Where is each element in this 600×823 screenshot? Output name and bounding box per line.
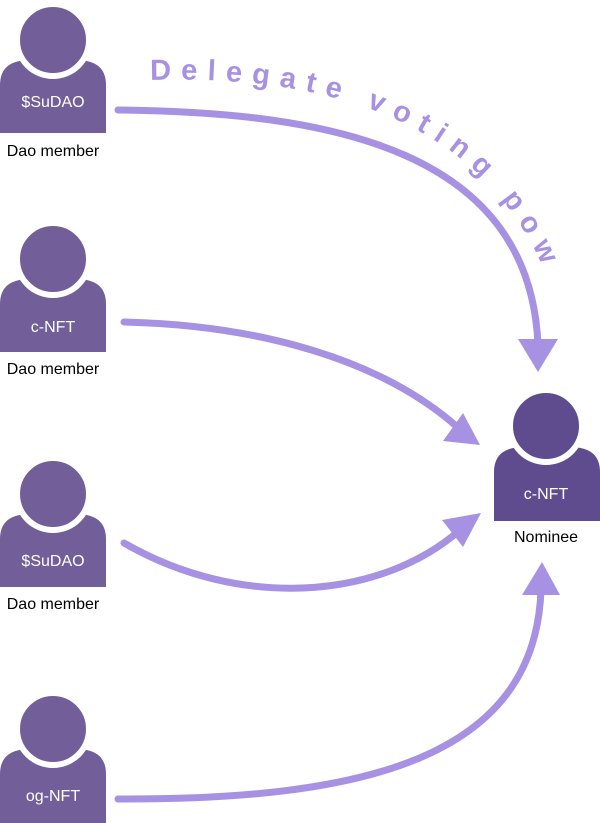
- member-avatar: og-NFT: [0, 690, 106, 823]
- arrow-member-4: [114, 586, 545, 803]
- person-head: [14, 220, 92, 298]
- person-body: [0, 749, 106, 823]
- delegation-arrows: [114, 106, 560, 803]
- arrow-member-3: [120, 526, 464, 592]
- person-body: [494, 447, 600, 521]
- arrow-head-member-4: [522, 562, 560, 595]
- nominee-label: Nominee: [514, 529, 578, 546]
- person-head: [14, 690, 92, 768]
- arrow-head-member-3: [442, 513, 481, 547]
- member-avatar: $SuDAO Dao member: [0, 1, 106, 160]
- member-avatar: c-NFT Dao member: [0, 220, 106, 378]
- arrow-head-member-2: [443, 413, 480, 445]
- person-head: [14, 1, 92, 79]
- member-badge: $SuDAO: [21, 553, 84, 570]
- arrow-member-1: [114, 106, 542, 349]
- nominee-badge: c-NFT: [524, 486, 569, 503]
- person-head: [507, 387, 585, 465]
- arrow-member-2: [120, 318, 459, 429]
- person-body: [0, 279, 106, 352]
- member-badge: c-NFT: [31, 319, 76, 336]
- member-badge: $SuDAO: [21, 94, 84, 111]
- member-badge: og-NFT: [26, 788, 80, 805]
- person-body: [0, 60, 106, 133]
- member-label: Dao member: [7, 596, 100, 613]
- person-body: [0, 514, 106, 587]
- member-avatar: $SuDAO Dao member: [0, 455, 106, 613]
- arrow-head-member-1: [518, 339, 558, 372]
- nominee-avatar: c-NFT Nominee: [494, 387, 600, 546]
- member-label: Dao member: [7, 143, 100, 160]
- member-label: Dao member: [7, 361, 100, 378]
- person-head: [14, 455, 92, 533]
